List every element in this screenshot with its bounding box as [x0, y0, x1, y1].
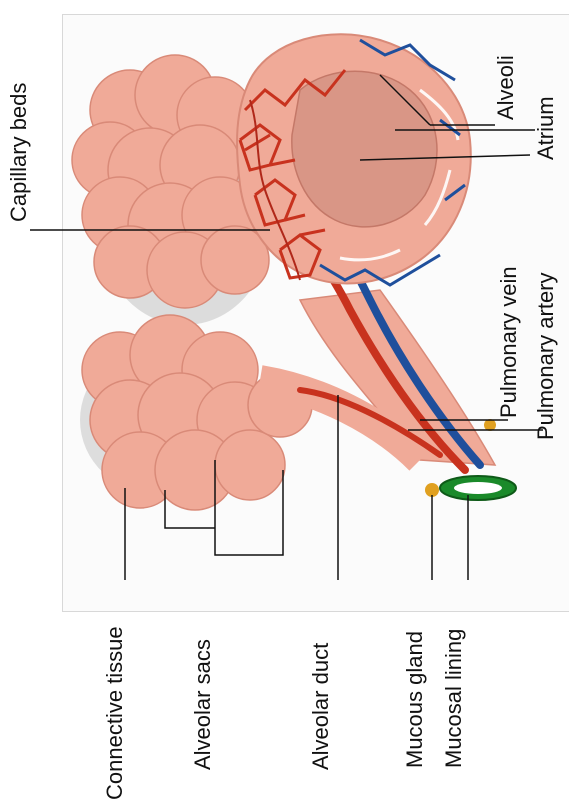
label-alveolar-sacs: Alveolar sacs — [192, 639, 214, 770]
label-pulmonary-artery: Pulmonary artery — [535, 272, 557, 440]
label-capillary-beds: Capillary beds — [8, 83, 30, 222]
label-pulmonary-vein: Pulmonary vein — [498, 266, 520, 418]
label-mucous-gland: Mucous gland — [404, 631, 426, 768]
label-mucosal-lining: Mucosal lining — [443, 629, 465, 768]
label-alveolar-duct: Alveolar duct — [310, 643, 332, 770]
label-connective-tissue: Connective tissue — [104, 626, 126, 800]
alveolar-sac-cluster-lower — [82, 315, 312, 510]
label-alveoli: Alveoli — [495, 55, 517, 120]
label-atrium: Atrium — [535, 96, 557, 160]
